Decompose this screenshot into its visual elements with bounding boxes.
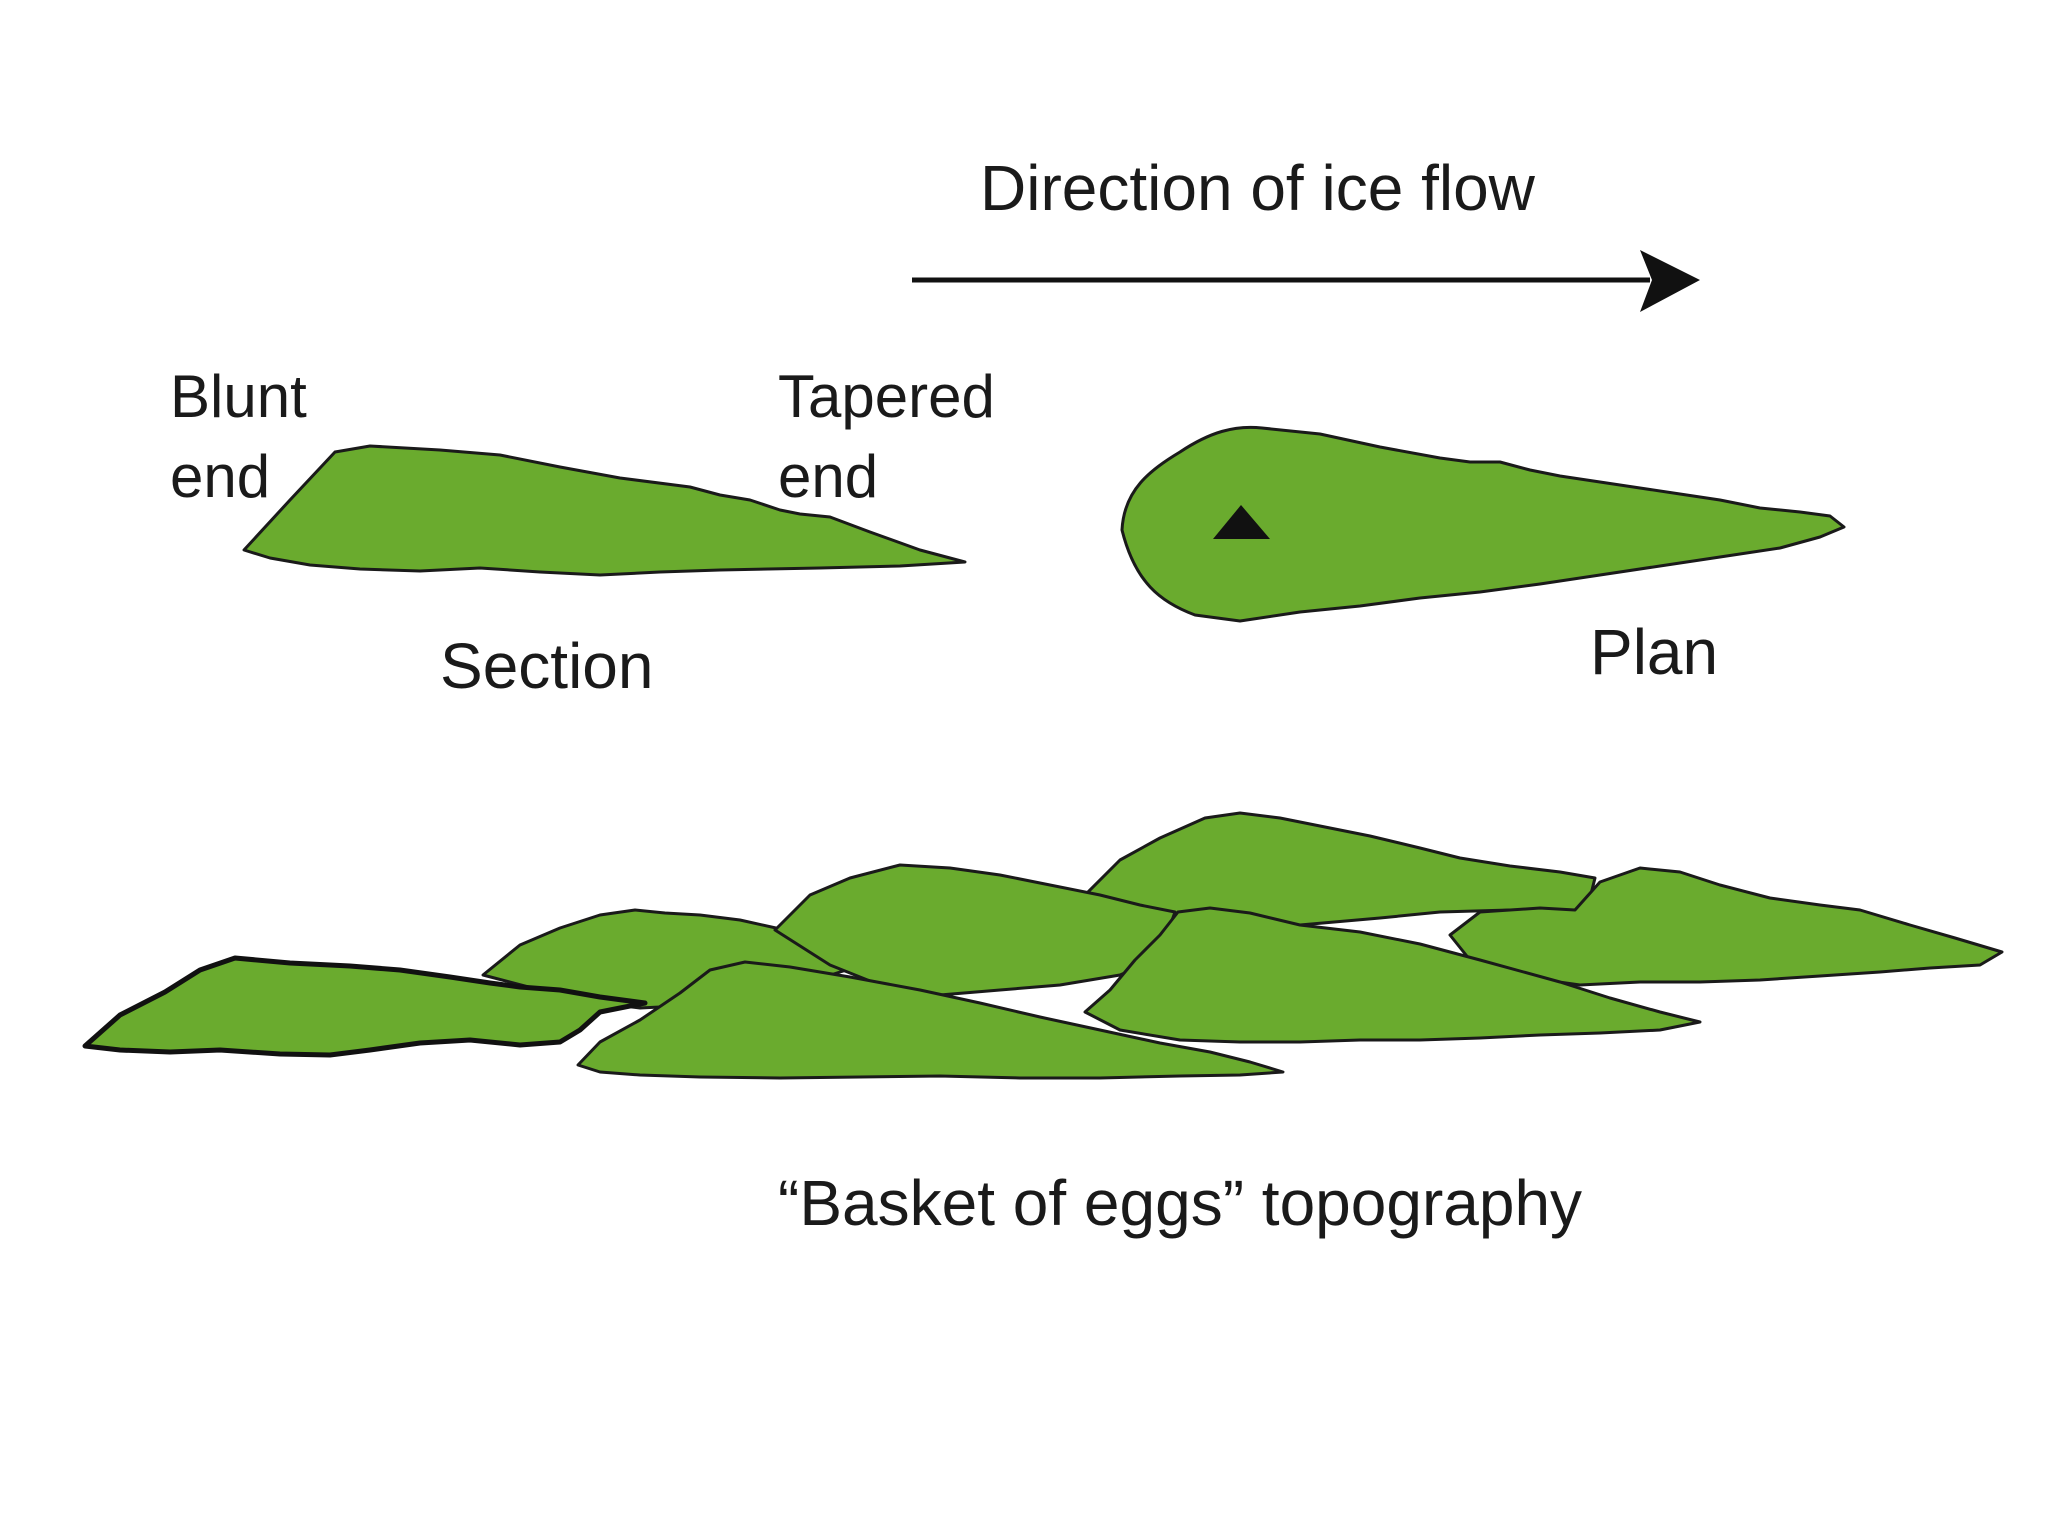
blunt-end-label-line1: Blunt [170,363,307,430]
section-drumlin [242,444,967,577]
drumlin-far-right [1448,866,2004,987]
blunt-end-label-line2: end [170,443,270,510]
tapered-end-label-line2: end [778,443,878,510]
plan-label: Plan [1590,616,1718,688]
direction-label: Direction of ice flow [980,152,1536,224]
drumlin-front-center [576,960,1285,1080]
drumlin-front-left [82,955,648,1058]
flow-arrow-icon [912,250,1700,312]
drumlin-front-right [1083,906,1702,1044]
summit-triangle-icon [1213,505,1270,539]
basket-of-eggs-label: “Basket of eggs” topography [778,1167,1582,1239]
plan-drumlin [1120,425,1846,623]
section-label: Section [440,630,653,702]
tapered-end-label-line1: Tapered [778,363,995,430]
